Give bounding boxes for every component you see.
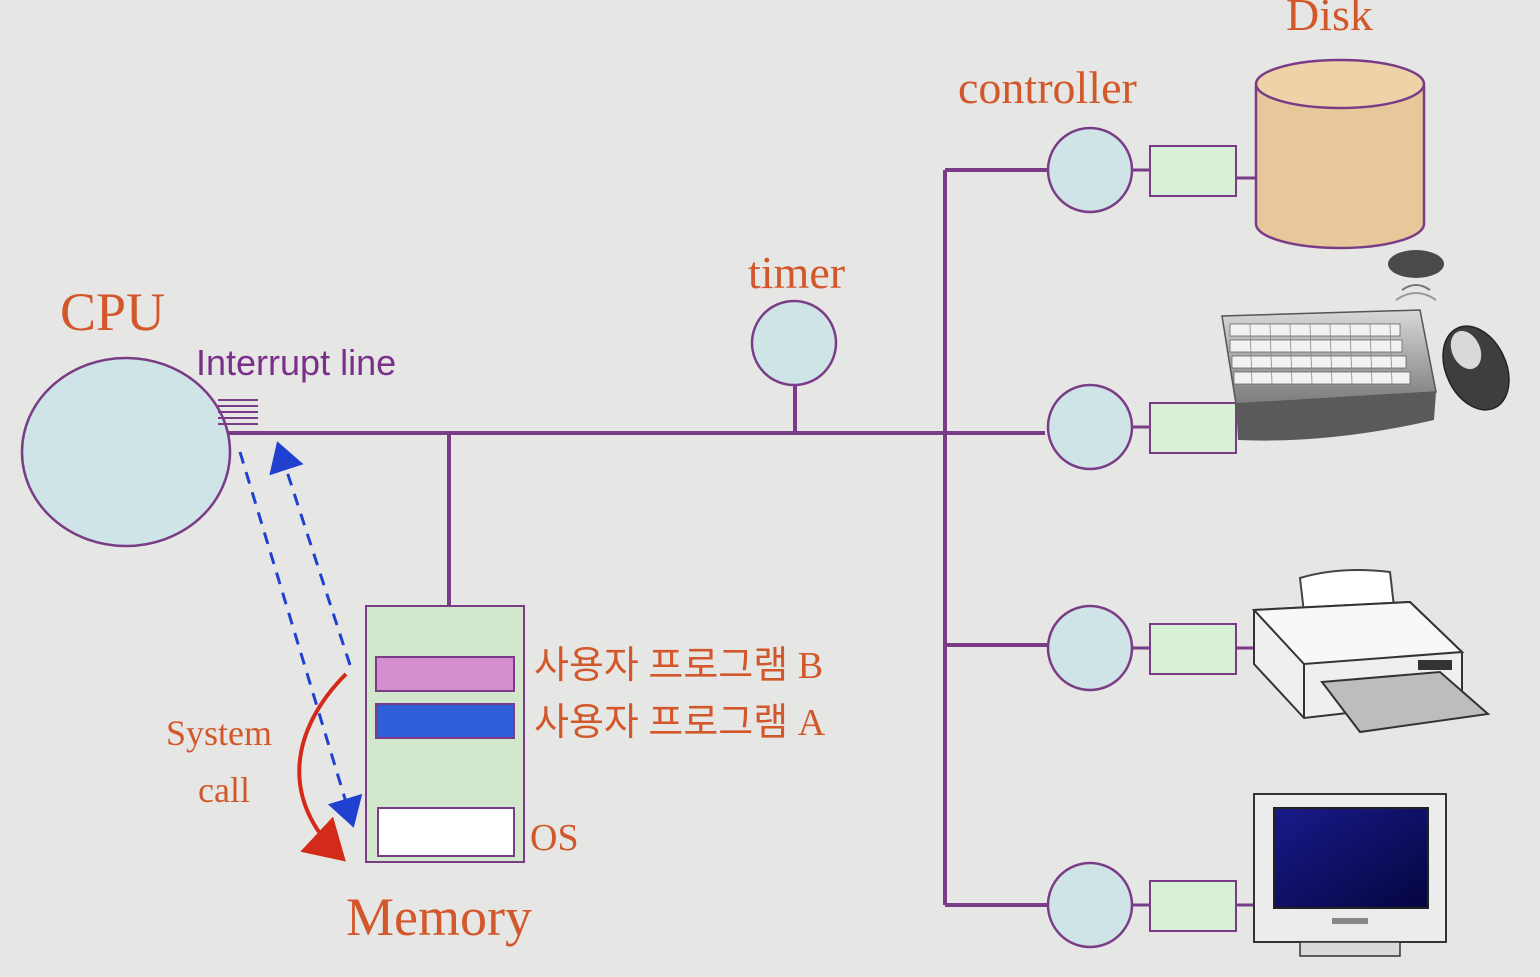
cpu <box>20 356 258 548</box>
disk-label: Disk <box>1286 0 1373 40</box>
os-block <box>377 807 515 857</box>
user-program-a-label: 사용자 프로그램 A <box>534 702 826 744</box>
memory-label: Memory <box>346 887 532 947</box>
controller-row-keyboard <box>1046 383 1237 471</box>
memory <box>365 605 525 863</box>
monitor-icon <box>1253 793 1447 957</box>
interrupt-line-ticks <box>218 399 258 425</box>
system-call-arrow <box>297 672 348 862</box>
controller-row-monitor <box>1046 861 1256 949</box>
system-bus <box>228 168 1048 907</box>
interrupt-arrows <box>238 441 363 828</box>
user-program-b-label: 사용자 프로그램 B <box>534 645 823 687</box>
controller-row-disk <box>1046 126 1256 214</box>
system-call-label-line2: call <box>198 770 250 810</box>
interrupt-line-label: Interrupt line <box>196 342 396 383</box>
keyboard-icon <box>1221 250 1444 441</box>
mouse-icon <box>1442 325 1510 411</box>
user-program-b-block <box>375 656 515 692</box>
system-call-label-line1: System <box>166 713 272 753</box>
timer <box>750 299 838 387</box>
printer-icon <box>1251 569 1491 734</box>
timer-label: timer <box>748 247 845 298</box>
user-program-a-block <box>375 703 515 739</box>
controller-label: controller <box>958 62 1137 113</box>
os-label: OS <box>530 817 579 859</box>
cpu-label: CPU <box>60 282 165 342</box>
disk-icon <box>1254 58 1426 250</box>
controller-row-printer <box>1046 604 1256 692</box>
